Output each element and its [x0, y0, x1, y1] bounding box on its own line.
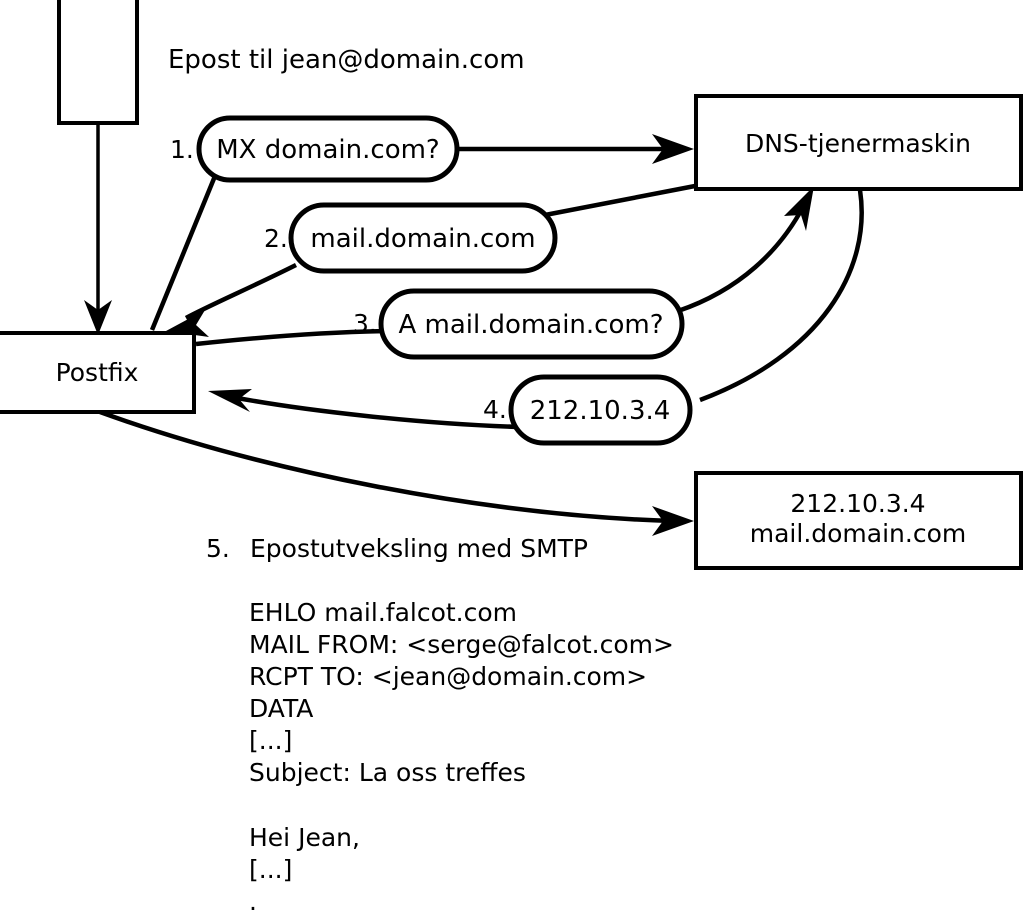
step-3-group: 3. A mail.domain.com?	[353, 288, 685, 360]
step-3-number: 3.	[353, 309, 377, 338]
step-5-label: Epostutveksling med SMTP	[250, 534, 588, 563]
smtp-line: RCPT TO: <jean@domain.com>	[249, 662, 647, 691]
edge-step1-postfix-to-bubble	[149, 175, 218, 331]
mailserver-ip: 212.10.3.4	[790, 489, 925, 518]
smtp-line: [...]	[249, 726, 292, 755]
client-box	[57, 0, 139, 125]
step-1-bubble	[196, 115, 460, 183]
step-3-bubble	[378, 288, 685, 360]
edge-step4-bubble-to-postfix	[208, 389, 522, 430]
smtp-line: [...]	[249, 855, 292, 884]
dns-node: DNS-tjenermaskin	[694, 94, 1023, 191]
edge-step2-bubble-to-postfix	[166, 262, 298, 337]
edge-step1-bubble-to-dns	[458, 134, 694, 164]
smtp-line: EHLO mail.falcot.com	[249, 598, 517, 627]
mailserver-node: 212.10.3.4 mail.domain.com	[694, 471, 1023, 570]
step-2-group: 2. mail.domain.com	[264, 202, 558, 274]
step-1-label: MX domain.com?	[216, 135, 439, 165]
edge-step2-dns-to-bubble	[544, 183, 696, 218]
smtp-transcript: EHLO mail.falcot.com MAIL FROM: <serge@f…	[249, 598, 674, 916]
step-2-label: mail.domain.com	[310, 224, 535, 254]
postfix-node: Postfix	[0, 331, 196, 414]
step-4-number: 4.	[483, 395, 507, 424]
edge-client-to-postfix	[84, 123, 112, 335]
step-4-bubble	[508, 374, 693, 446]
step-1-group: 1. MX domain.com?	[170, 115, 460, 183]
smtp-line: Hei Jean,	[249, 823, 360, 852]
mailserver-hostname: mail.domain.com	[750, 519, 966, 548]
step-2-bubble	[288, 202, 558, 274]
dns-label: DNS-tjenermaskin	[745, 129, 971, 158]
edge-step4-dns-to-bubble	[699, 189, 864, 403]
edge-step3-bubble-to-dns	[677, 186, 814, 314]
step-1-number: 1.	[170, 135, 194, 164]
step-4-label: 212.10.3.4	[530, 396, 671, 426]
step-2-number: 2.	[264, 224, 288, 253]
step-4-group: 4. 212.10.3.4	[483, 374, 693, 446]
step-3-label: A mail.domain.com?	[399, 310, 664, 340]
smtp-line: MAIL FROM: <serge@falcot.com>	[249, 630, 674, 659]
edge-step3-postfix-to-bubble	[195, 328, 389, 347]
postfix-label: Postfix	[56, 358, 139, 387]
smtp-line: Subject: La oss treffes	[249, 758, 526, 787]
edge-step5-postfix-to-mailserver	[99, 409, 694, 536]
mail-caption: Epost til jean@domain.com	[168, 45, 525, 75]
smtp-line: .	[249, 887, 257, 916]
smtp-line: DATA	[249, 694, 313, 723]
step-5-number: 5.	[206, 534, 230, 563]
